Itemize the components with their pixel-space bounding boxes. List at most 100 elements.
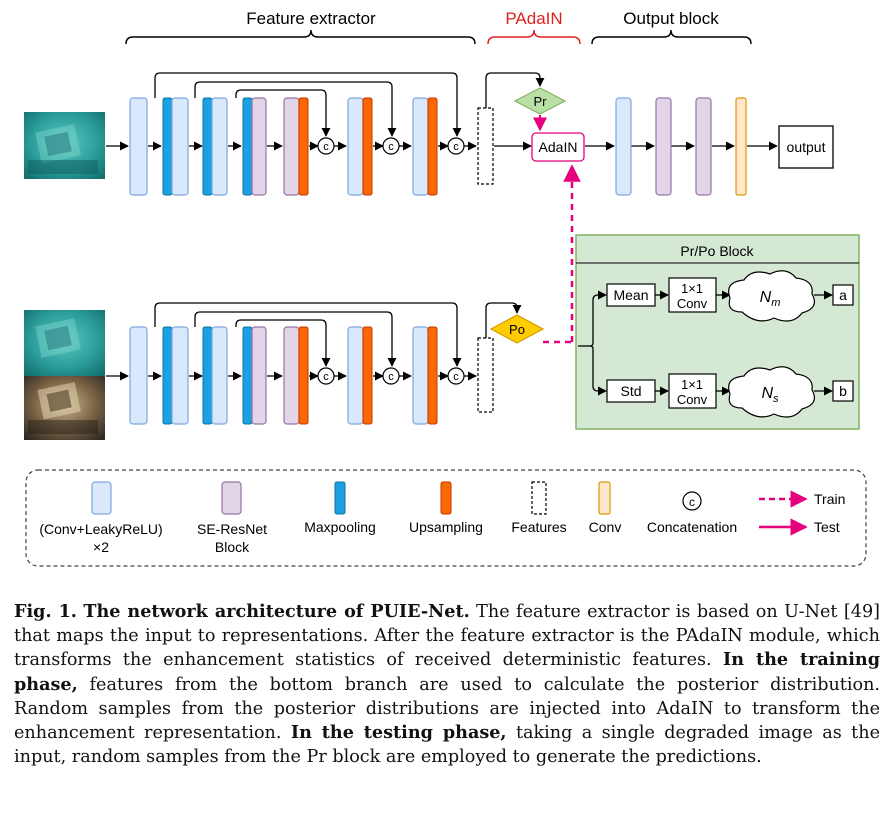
output-b-label: b <box>839 383 847 399</box>
distribution-m-label: Nm <box>760 289 781 309</box>
legend-concatenation-label: Concatenation <box>647 519 737 535</box>
upsampling-block <box>362 97 373 196</box>
input-image-bottom-blue <box>24 310 105 376</box>
caption-fig-label: Fig. 1. <box>14 601 77 622</box>
distribution-m-cloud <box>728 270 815 322</box>
padain-label: PAdaIN <box>505 9 562 28</box>
legend-conv-label: Conv <box>589 519 622 535</box>
legend-features-swatch <box>531 481 547 515</box>
input-image-top <box>24 112 105 179</box>
conv-leaky-block <box>171 97 189 196</box>
branch-arrow <box>589 345 607 396</box>
concat-icon <box>382 367 400 385</box>
caption-title: The network architecture of PUIE-Net. <box>83 601 470 622</box>
skip-connection <box>194 311 397 367</box>
output-box <box>778 125 834 169</box>
output-block-brace <box>591 29 752 45</box>
maxpooling-block <box>202 97 213 196</box>
upsampling-block <box>298 97 309 196</box>
output-block-label: Output block <box>623 9 719 28</box>
adain-label: AdaIN <box>539 139 578 155</box>
legend-maxpooling-label: Maxpooling <box>304 519 376 535</box>
seresnet-block <box>283 326 300 425</box>
caption-text-2: features from the bottom branch are used… <box>14 674 880 744</box>
legend-conv-leaky-line1: (Conv+LeakyReLU) <box>39 521 162 537</box>
seresnet-block <box>695 97 712 196</box>
feature-to-pr-arrow <box>485 72 545 108</box>
po-diamond <box>489 314 545 344</box>
conv-leaky-block <box>412 97 429 196</box>
upsampling-block <box>362 326 373 425</box>
legend-conv-leaky-swatch <box>91 481 112 515</box>
adain-box <box>531 132 585 162</box>
maxpooling-block <box>202 326 213 425</box>
upsampling-block <box>427 97 438 196</box>
legend-features-label: Features <box>511 519 566 535</box>
concat-symbol: c <box>388 141 394 153</box>
upsampling-block <box>298 326 309 425</box>
concat-icon <box>317 367 335 385</box>
upsampling-block <box>427 326 438 425</box>
legend-test-label: Test <box>814 519 840 535</box>
legend-concat-symbol: c <box>689 495 695 509</box>
concat-symbol: c <box>453 141 459 153</box>
caption-bold-testing: In the testing phase, <box>290 722 507 744</box>
concat-icon <box>447 137 465 155</box>
conv-leaky-block <box>129 97 148 196</box>
legend-upsampling-label: Upsampling <box>409 519 483 535</box>
legend-seresnet-line1: SE-ResNet <box>197 521 267 537</box>
concat-symbol: c <box>453 371 459 383</box>
std-label: Std <box>620 383 641 399</box>
legend-conv-leaky-line2: ×2 <box>93 539 109 555</box>
concat-icon <box>447 367 465 385</box>
conv1x1-line2: Conv <box>677 392 708 407</box>
maxpooling-block <box>242 326 253 425</box>
legend-seresnet-line2: Block <box>215 539 250 555</box>
seresnet-block <box>251 97 267 196</box>
distribution-s-cloud <box>728 366 815 418</box>
mean-label: Mean <box>613 287 648 303</box>
maxpooling-block <box>162 326 173 425</box>
skip-connection <box>235 319 331 367</box>
conv-leaky-block <box>171 326 189 425</box>
legend-conv-swatch <box>598 481 611 515</box>
caption-text-1: The feature extractor is based on U-Net … <box>14 602 881 671</box>
architecture-diagram: Feature extractor PAdaIN Output block <box>24 9 867 567</box>
caption-text-3: taking a single degraded image as the in… <box>14 723 880 768</box>
conv-leaky-block <box>129 326 148 425</box>
conv1x1-line1: 1×1 <box>681 281 703 296</box>
output-b-box <box>832 380 854 402</box>
input-image-bottom-enhanced <box>24 376 105 440</box>
pr-label: Pr <box>534 94 548 109</box>
skip-connection <box>235 89 331 137</box>
distribution-s-label: Ns <box>761 385 779 405</box>
conv1x1-line2: Conv <box>677 296 708 311</box>
legend-train-label: Train <box>814 491 845 507</box>
concat-symbol: c <box>323 371 329 383</box>
caption-bold-training: In the training phase, <box>14 649 881 695</box>
concat-symbol: c <box>388 371 394 383</box>
conv1x1-line1: 1×1 <box>681 377 703 392</box>
conv-leaky-block <box>211 326 228 425</box>
output-a-label: a <box>839 287 847 303</box>
pr-diamond <box>513 87 567 115</box>
output-label: output <box>787 139 826 155</box>
seresnet-block <box>655 97 672 196</box>
conv-leaky-block <box>211 97 228 196</box>
skip-connection <box>194 81 397 137</box>
po-label: Po <box>509 322 525 337</box>
conv-leaky-block <box>347 326 364 425</box>
prpo-title: Pr/Po Block <box>680 243 754 259</box>
concat-icon <box>382 137 400 155</box>
feature-to-po-arrow <box>485 302 522 338</box>
legend-maxpooling-swatch <box>334 481 346 515</box>
legend-concat-icon <box>682 491 702 511</box>
padain-brace <box>487 29 581 45</box>
conv-leaky-block <box>615 97 632 196</box>
skip-connection <box>154 302 462 367</box>
maxpooling-block <box>242 97 253 196</box>
figure-caption: Fig. 1. The network architecture of PUIE… <box>14 600 880 769</box>
legend-seresnet-swatch <box>221 481 242 515</box>
concat-symbol: c <box>323 141 329 153</box>
output-a-box <box>832 284 854 306</box>
